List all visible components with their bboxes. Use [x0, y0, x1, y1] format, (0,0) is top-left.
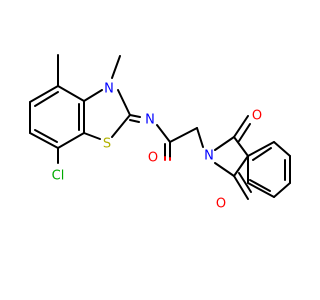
phthalimide-nitrogen-label: N: [204, 149, 214, 164]
carbonyl-bonds: [164, 115, 252, 200]
imine-nitrogen-label: N: [145, 113, 155, 128]
imide-oxygen-top-label: O: [252, 109, 262, 124]
ring-nitrogen-label: N: [104, 82, 114, 97]
molecule-structure: Cl S N N O N O O: [29, 54, 291, 212]
chlorine-label: Cl: [52, 169, 65, 184]
amide-oxygen-label: O: [148, 151, 158, 166]
sulfur-label: S: [103, 137, 111, 152]
imide-oxygen-bottom-label: O: [216, 197, 226, 212]
atom-labels: Cl S N N O N O O: [52, 82, 262, 212]
bonds: [29, 54, 291, 198]
